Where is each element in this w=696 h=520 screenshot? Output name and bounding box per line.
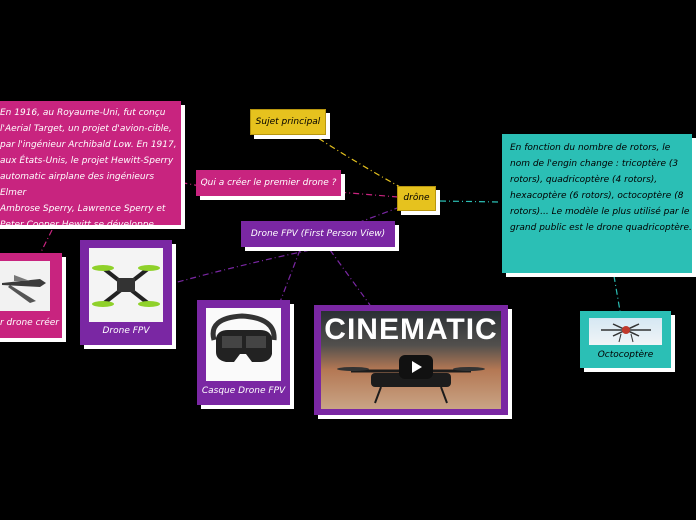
drone-fpv-image [89,248,163,322]
cinematic-thumbnail: CINEMATIC [321,311,501,409]
premier-drone-label: r drone créer [0,318,60,328]
history-line: par l'ingénieur Archibald Low. En 1917, [0,140,177,150]
goggles-icon [210,313,277,362]
casque-image [206,308,281,381]
play-icon [412,361,422,373]
rotors-line: nom de l'engin change : tricoptère (3 [510,159,679,169]
node-drone-fpv[interactable]: Drone FPV [80,240,172,345]
casque-label: Casque Drone FPV [201,386,286,396]
node-octocoptere[interactable]: Octocoptère [580,311,671,368]
link-drone-sujet [317,137,403,189]
history-line: l'Aerial Target, un projet d'avion-cible… [0,124,172,134]
drone-fpv-label: Drone FPV [102,326,150,336]
history-line: aux États-Unis, le projet Hewitt-Sperry [0,156,174,166]
link-rotors-octo [613,275,621,312]
rotors-line: grand public est le drone quadricoptère. [510,223,692,233]
octocoptere-label: Octocoptère [597,350,654,360]
node-sujet-principal[interactable]: Sujet principal [250,109,326,135]
rotors-line: En fonction du nombre de rotors, le [510,143,671,153]
rotors-line: rotors), quadricoptère (4 rotors), [510,175,658,185]
node-drone-label: drône [403,193,430,203]
node-drone-fpv-main-label: Drone FPV (First Person View) [250,229,386,239]
link-drone-rotors [439,200,501,203]
history-text: En 1916, au Royaume-Uni, fut conçu l'Aer… [0,105,181,233]
play-button[interactable] [399,355,433,379]
rotors-text: En fonction du nombre de rotors, le nom … [510,140,692,236]
node-drone-fpv-main[interactable]: Drone FPV (First Person View) [241,221,395,247]
cinematic-title: CINEMATIC [324,313,498,346]
history-line: automatic airplane des ingénieurs Elmer [0,172,155,198]
history-line: Peter Cooper Hewitt se développe. [0,220,157,230]
link-fpv-casque [279,249,301,303]
node-rotors[interactable]: En fonction du nombre de rotors, le nom … [502,134,692,273]
link-fpv-cinematic [329,249,371,306]
node-cinematic-video[interactable]: CINEMATIC [314,305,508,415]
link-drone-qui [337,191,399,198]
octocoptere-image [589,318,662,345]
rotors-line: rotors)... Le modèle le plus utilisé par… [510,207,690,217]
rotors-line: hexacoptère (6 rotors), octocoptère (8 [510,191,684,201]
node-history[interactable]: En 1916, au Royaume-Uni, fut conçu l'Aer… [0,101,181,230]
premier-drone-image [0,261,50,311]
link-drone-fpv [359,206,401,223]
node-qui-premier-drone-label: Qui a créer le premier drone ? [200,178,337,188]
node-sujet-principal-label: Sujet principal [255,117,321,127]
link-fpv-dronefpv [173,249,311,284]
octocopter-icon [601,323,651,343]
node-drone[interactable]: drône [397,186,436,211]
node-qui-premier-drone[interactable]: Qui a créer le premier drone ? [196,170,341,196]
node-premier-drone[interactable]: r drone créer [0,253,62,338]
history-line: En 1916, au Royaume-Uni, fut conçu [0,108,166,118]
plane-icon [2,275,46,303]
link-history-premier [39,229,53,255]
history-line: Ambrose Sperry, Lawrence Sperry et [0,204,166,214]
quadcopter-icon [92,265,160,307]
node-casque[interactable]: Casque Drone FPV [197,300,290,405]
